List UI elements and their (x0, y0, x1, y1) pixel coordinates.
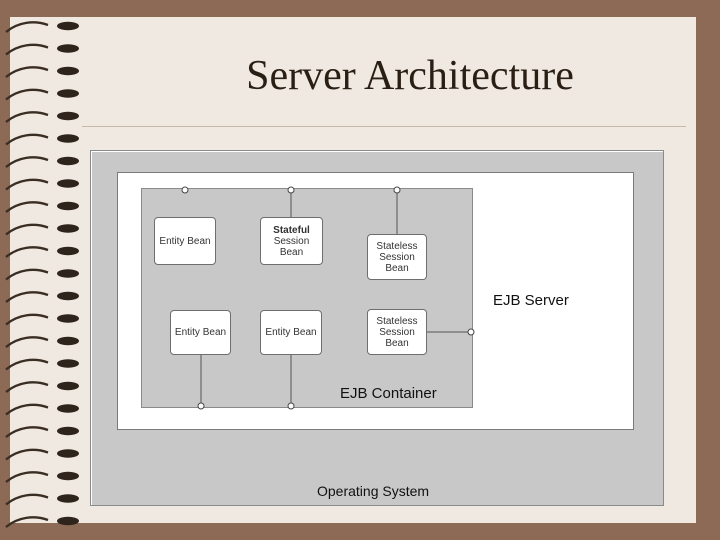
ring-wire (5, 448, 49, 461)
ring-hole (57, 134, 79, 143)
entity-bean-box: Entity Bean (154, 217, 216, 265)
ring-wire (5, 156, 49, 168)
bean-label-line: Session (379, 251, 415, 263)
ring-wire (5, 313, 49, 326)
ring-hole (57, 314, 79, 323)
ring-hole (57, 359, 79, 368)
ring-hole (57, 66, 79, 76)
ring-wire (5, 493, 49, 506)
ring-wire (5, 88, 49, 101)
ring-hole (57, 224, 79, 233)
ring-wire (5, 223, 49, 236)
bean-label-line: Entity Bean (174, 327, 227, 338)
ring-wire (5, 178, 49, 191)
ejb-server-label: EJB Server (493, 292, 569, 309)
ring-hole (57, 449, 79, 458)
ring-wire (5, 111, 49, 123)
ring-wire (5, 133, 49, 146)
ring-hole (57, 381, 79, 391)
bean-label-line: Session (379, 326, 415, 338)
ring-hole (57, 179, 79, 188)
bean-label-line: Entity Bean (265, 327, 317, 338)
bean-label-line: Session (273, 235, 310, 247)
bean-label-line: Bean (279, 246, 304, 258)
ring-wire (5, 21, 49, 33)
ring-hole (57, 89, 79, 98)
ring-wire (5, 403, 49, 416)
ring-wire (5, 358, 49, 371)
bean-label-line: Stateless (376, 240, 418, 252)
title-divider (82, 126, 686, 127)
ring-hole (57, 44, 79, 53)
ring-hole (57, 471, 79, 481)
ring-wire (5, 201, 49, 213)
ring-hole (57, 336, 79, 346)
ring-wire (5, 381, 49, 393)
bean-label-line: Bean (385, 262, 409, 274)
ring-wire (5, 516, 49, 528)
ring-wire (5, 336, 49, 348)
ring-wire (5, 291, 49, 303)
stateful-session-bean-box: Stateful Session Bean (260, 217, 323, 265)
ring-hole (57, 426, 79, 436)
ring-wire (5, 66, 49, 78)
entity-bean-box: Entity Bean (260, 310, 322, 355)
ring-hole (57, 516, 79, 526)
ejb-container-label: EJB Container (340, 385, 437, 402)
ring-hole (57, 111, 79, 121)
bean-label-line: Stateless (376, 315, 418, 327)
ring-hole (57, 201, 79, 211)
ring-hole (57, 291, 79, 301)
ring-hole (57, 246, 79, 256)
ring-hole (57, 404, 79, 413)
ring-wire (5, 426, 49, 438)
ring-hole (57, 269, 79, 278)
ring-hole (57, 156, 79, 166)
ring-wire (5, 246, 49, 258)
bean-label-line: Bean (385, 337, 409, 349)
stateless-session-bean-box: Stateless Session Bean (367, 309, 427, 355)
stateless-session-bean-box: Stateless Session Bean (367, 234, 427, 280)
ring-wire (5, 268, 49, 281)
entity-bean-box: Entity Bean (170, 310, 231, 355)
slide-title: Server Architecture (246, 53, 574, 99)
ring-hole (57, 494, 79, 503)
bean-label-line: Stateful (273, 224, 310, 236)
ring-wire (5, 471, 49, 483)
operating-system-label: Operating System (317, 483, 430, 499)
ring-hole (57, 21, 79, 31)
notebook-rings-decoration (5, 21, 79, 528)
ring-wire (5, 43, 49, 56)
bean-label-line: Entity Bean (159, 235, 211, 247)
